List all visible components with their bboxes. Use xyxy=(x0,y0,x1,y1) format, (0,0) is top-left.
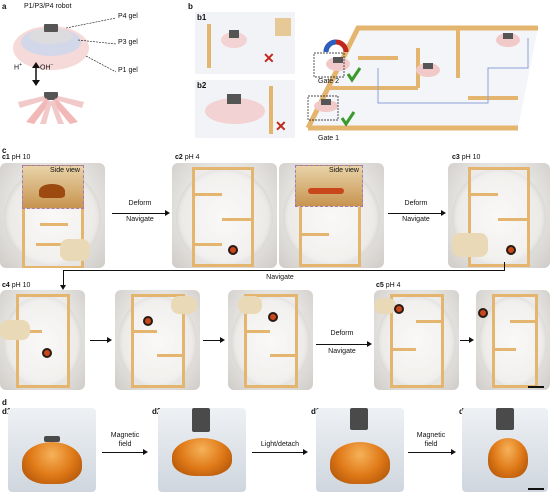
robot-label: P1/P3/P4 robot xyxy=(24,3,72,10)
d2-label: d2 xyxy=(152,407,162,416)
b1-inset: b1 ✕ xyxy=(195,12,295,74)
d4-photo xyxy=(462,408,548,492)
c4-photo-a xyxy=(0,290,85,390)
c1-caption: c1 pH 10 xyxy=(2,154,31,161)
d-arrow1-head xyxy=(143,449,148,455)
b1-cross-icon: ✕ xyxy=(263,50,275,66)
c2-caption: c2 pH 4 xyxy=(175,154,200,161)
c-long-arrow-label: Navigate xyxy=(266,274,294,281)
c-arrow3-bot: Navigate xyxy=(328,348,356,355)
d-arrow1-top: Magnetic xyxy=(110,432,140,439)
d-arrow1-line xyxy=(102,452,144,453)
c-arrow1-bot: Navigate xyxy=(126,216,154,223)
c5-caption: c5 pH 4 xyxy=(376,282,401,289)
c4-arrow2-line xyxy=(203,340,221,341)
c-scale-bar xyxy=(528,386,544,388)
c5-arrow-head xyxy=(469,337,474,343)
c-arrow1-line xyxy=(112,213,166,214)
b2-cross-icon: ✕ xyxy=(275,118,287,134)
c-long-arrow-up xyxy=(504,262,505,271)
d1-photo xyxy=(8,408,96,492)
c5-arrow-line xyxy=(460,340,470,341)
b1-label: b1 xyxy=(197,13,207,22)
panel-a-schematic xyxy=(13,17,117,124)
d-arrow1-bot: field xyxy=(118,441,132,448)
c5-photo-a xyxy=(374,290,459,390)
c4-photo-c xyxy=(228,290,313,390)
d1-label: d1 xyxy=(2,407,12,416)
c-arrow3-line xyxy=(316,344,368,345)
panel-d-label: d xyxy=(2,398,7,407)
gate1-label: Gate 1 xyxy=(318,135,340,142)
acid-label: H+ xyxy=(14,62,22,72)
panel-a-label: a xyxy=(2,2,7,11)
c3-caption: c3 pH 10 xyxy=(452,154,481,161)
c-arrow2-top: Deform xyxy=(404,200,428,207)
c-arrow1-top: Deform xyxy=(128,200,152,207)
d-arrow2-head xyxy=(303,449,308,455)
c5-photo-b xyxy=(476,290,550,390)
c-long-arrow-down xyxy=(63,270,64,286)
c-arrow3-head xyxy=(367,341,372,347)
c-arrow2-bot: Navigate xyxy=(402,216,430,223)
c-arrow1-head xyxy=(165,210,170,216)
c4-caption: c4 pH 10 xyxy=(2,282,31,289)
base-label: OH− xyxy=(40,62,54,72)
d-arrow3-bot: field xyxy=(424,441,438,448)
c-arrow2-line xyxy=(388,213,442,214)
d-arrow3-line xyxy=(408,452,452,453)
p3-gel-label: P3 gel xyxy=(118,39,138,46)
p4-gel-label: P4 gel xyxy=(118,13,138,20)
d-arrow2-label: Light/detach xyxy=(260,441,300,448)
d-arrow3-top: Magnetic xyxy=(416,432,446,439)
panel-c-label: c xyxy=(2,146,7,155)
c1-side-view: Side view xyxy=(22,165,84,209)
d3-label: d3 xyxy=(311,407,320,416)
c2-photo-a xyxy=(172,163,277,268)
b2-label: b2 xyxy=(197,81,207,90)
maze-3d-diagram xyxy=(305,25,538,131)
gate2-label: Gate 2 xyxy=(318,78,340,85)
c4-arrow1-line xyxy=(90,340,108,341)
c-arrow2-head xyxy=(441,210,446,216)
p1-gel-label: P1 gel xyxy=(118,67,138,74)
c-long-arrow-head xyxy=(60,285,66,290)
c2-side-view: Side view xyxy=(295,165,363,207)
d-arrow3-head xyxy=(451,449,456,455)
c4-arrow2-head xyxy=(220,337,225,343)
c1-photo: Side view xyxy=(0,163,105,268)
c4-photo-b xyxy=(115,290,200,390)
c-arrow3-top: Deform xyxy=(330,330,354,337)
d-arrow2-line xyxy=(252,452,304,453)
panel-b-label: b xyxy=(188,2,193,11)
b2-inset: b2 ✕ xyxy=(195,80,295,138)
c2-photo-b: Side view xyxy=(279,163,384,268)
d-scale-bar xyxy=(528,488,544,490)
c-long-arrow-line xyxy=(63,270,505,271)
d2-photo xyxy=(158,408,246,492)
d3-photo xyxy=(316,408,404,492)
c3-photo xyxy=(448,163,550,268)
c4-arrow1-head xyxy=(107,337,112,343)
